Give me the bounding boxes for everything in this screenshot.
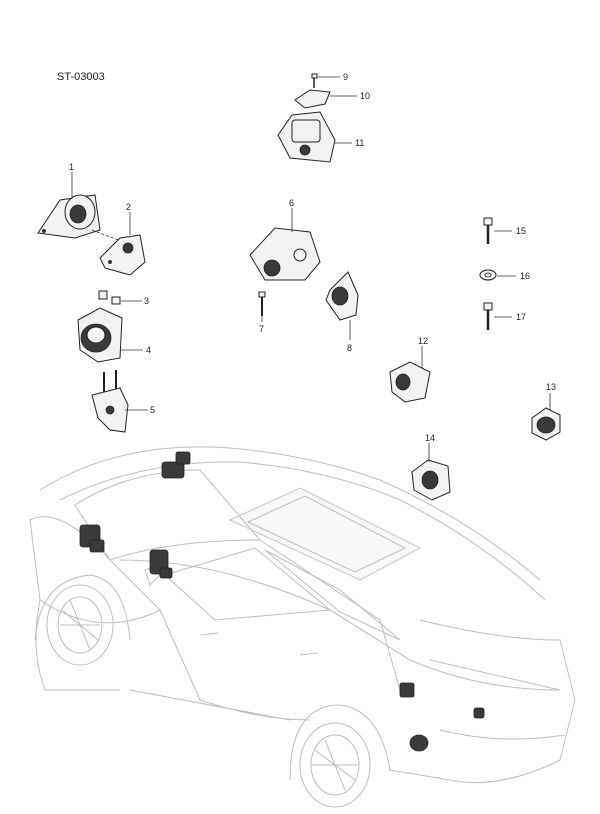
diagram-code: ST-03003 xyxy=(57,71,105,83)
callout-1: 1 xyxy=(69,162,74,172)
part-5-lower-bracket xyxy=(91,370,129,433)
part-6-engine-mount-center xyxy=(249,227,321,281)
callout-11: 11 xyxy=(355,138,364,148)
part-4-transmission-mount xyxy=(77,307,123,363)
part-16-washer xyxy=(479,269,497,281)
installed-mount-locations xyxy=(79,451,485,752)
callout-6: 6 xyxy=(289,198,294,208)
part-3-nut xyxy=(98,290,121,305)
callout-13: 13 xyxy=(546,382,556,392)
part-17-bolt xyxy=(483,302,493,330)
part-7-bolt xyxy=(258,291,266,316)
part-13-bushing xyxy=(531,407,561,441)
part-1-engine-mount xyxy=(37,194,101,239)
callout-7: 7 xyxy=(259,324,264,334)
callout-17: 17 xyxy=(516,312,526,322)
callout-16: 16 xyxy=(520,271,530,281)
vehicle-outline xyxy=(29,446,576,808)
callout-14: 14 xyxy=(425,433,435,443)
installed-mount-left xyxy=(79,524,105,553)
callout-4: 4 xyxy=(146,345,151,355)
part-12-side-mount xyxy=(389,361,431,403)
part-14-rear-mount xyxy=(411,459,451,501)
installed-mount-center xyxy=(149,549,173,579)
callout-5: 5 xyxy=(150,405,155,415)
installed-mount-rear-upper xyxy=(399,682,415,698)
part-2-mount-bracket xyxy=(99,234,146,276)
callout-12: 12 xyxy=(418,336,428,346)
callout-3: 3 xyxy=(144,296,149,306)
callout-15: 15 xyxy=(516,226,526,236)
installed-mount-rear-lower xyxy=(409,734,429,752)
part-15-bolt xyxy=(483,217,493,244)
callout-10: 10 xyxy=(360,91,370,101)
callout-9: 9 xyxy=(343,72,348,82)
installed-mount-rear-small xyxy=(473,707,485,719)
installed-mount-top xyxy=(161,451,191,479)
part-8-bushing-mount xyxy=(325,271,359,321)
callout-2: 2 xyxy=(126,202,131,212)
part-11-upper-mount xyxy=(277,111,336,163)
part-9-bolt xyxy=(311,73,318,88)
part-10-bracket xyxy=(294,89,331,109)
callout-8: 8 xyxy=(347,343,352,353)
